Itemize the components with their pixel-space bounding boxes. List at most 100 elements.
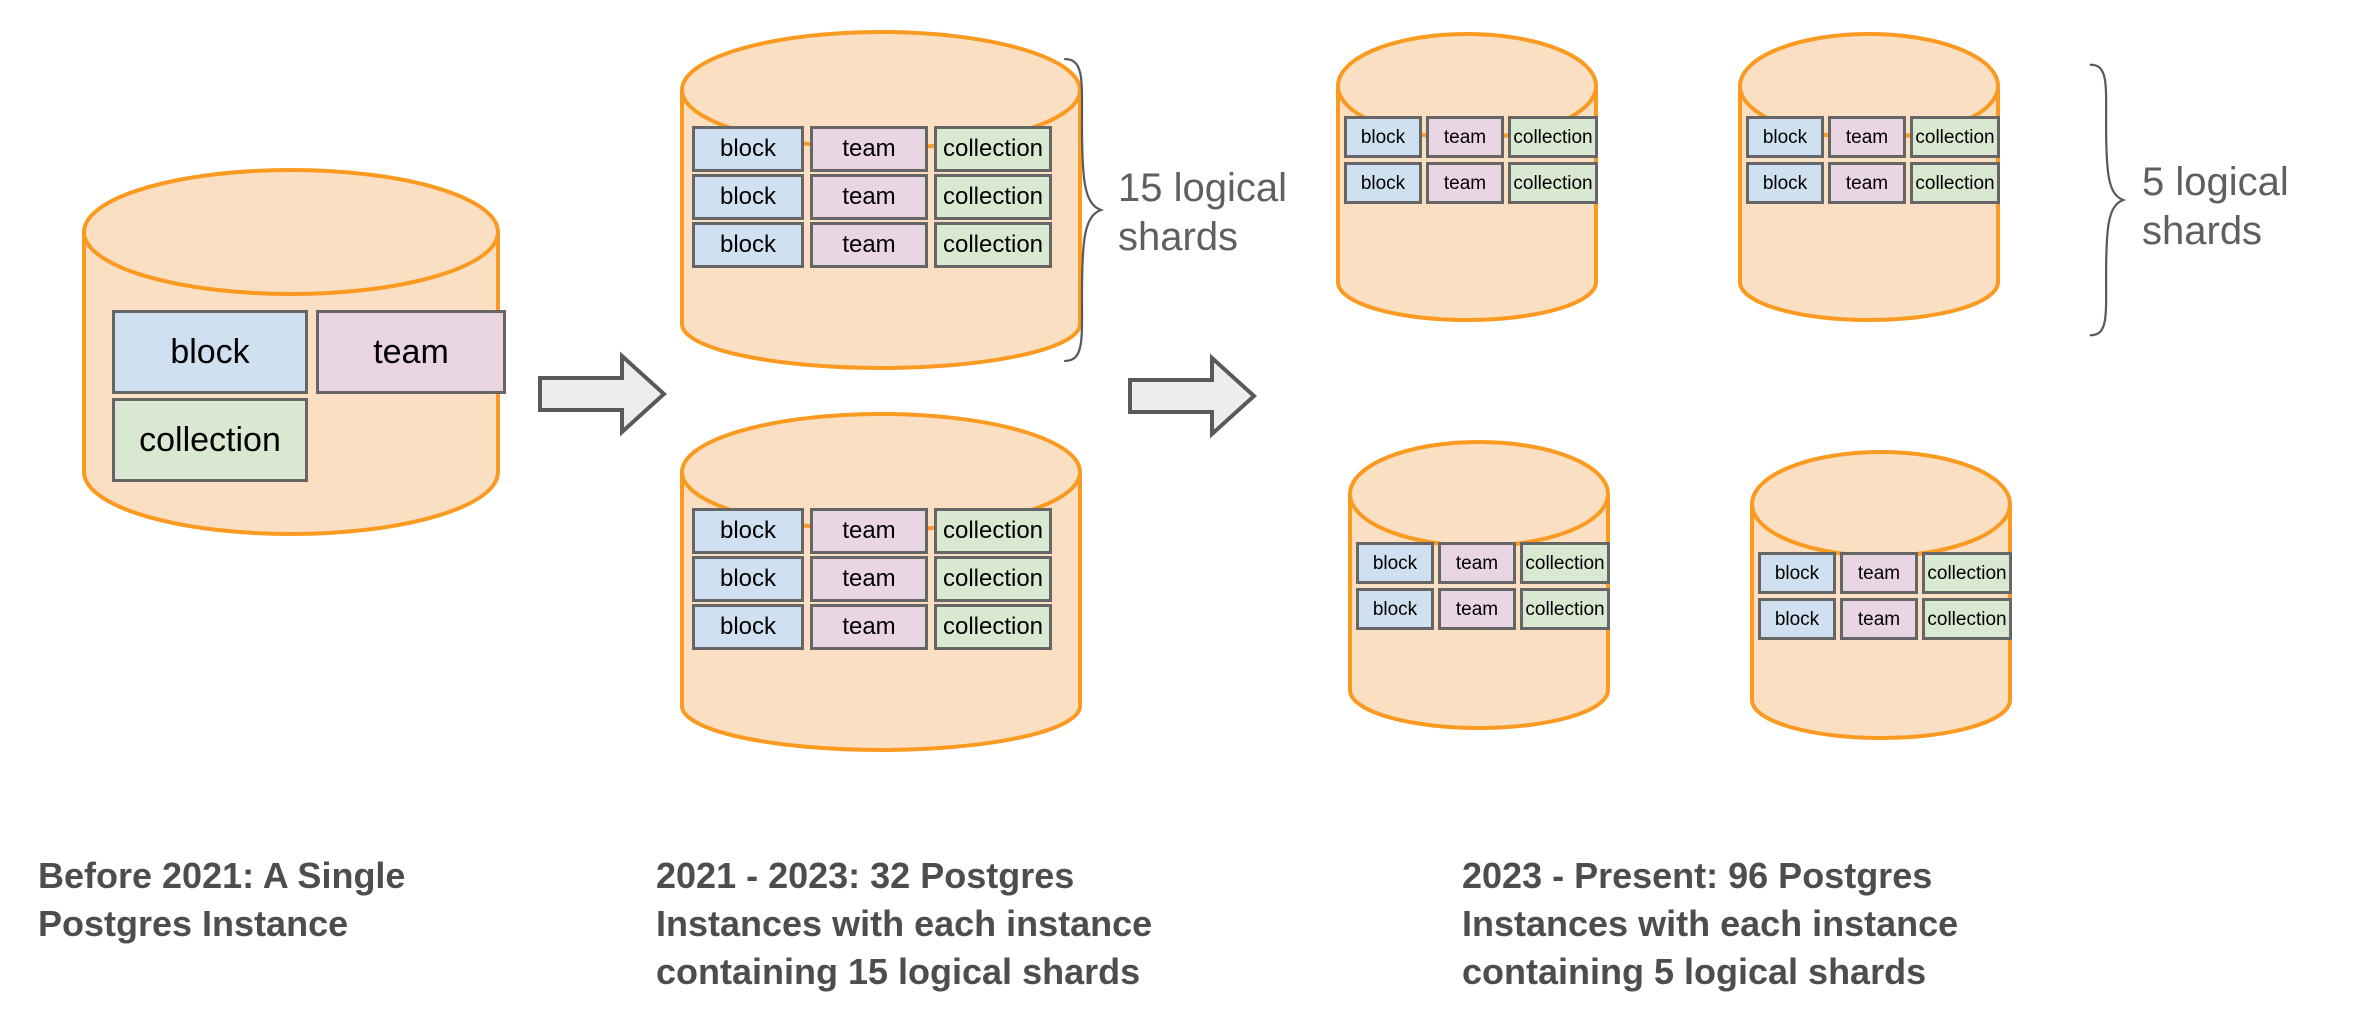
shard-label: collection xyxy=(1915,172,1995,194)
shard-block[interactable]: block xyxy=(692,556,804,602)
shard-label: collection xyxy=(942,231,1044,258)
caption-left: Before 2021: A Single Postgres Instance xyxy=(38,855,406,944)
shard-label: team xyxy=(1845,172,1889,194)
cylinder-2023-bottom-left: block team collection block team collection xyxy=(1348,440,1610,730)
shard-team[interactable]: team xyxy=(1438,542,1516,584)
shard-block[interactable]: block xyxy=(1746,116,1824,158)
shard-label: block xyxy=(719,613,777,640)
shard-block[interactable]: block xyxy=(692,222,804,268)
shard-block[interactable]: block xyxy=(1344,162,1422,204)
shard-label: block xyxy=(1774,608,1820,630)
shard-label: block xyxy=(1360,172,1406,194)
cylinder-2023-bottom-left-shard-grid: block team collection block team collection xyxy=(1348,440,1610,730)
shard-label: collection xyxy=(1525,598,1605,620)
shard-collection[interactable]: collection xyxy=(1520,588,1610,630)
shard-collection[interactable]: collection xyxy=(1520,542,1610,584)
shard-label: collection xyxy=(1525,552,1605,574)
shard-collection[interactable]: collection xyxy=(934,126,1052,172)
cylinder-single-shard-grid: block team collection xyxy=(82,168,506,536)
shard-collection[interactable]: collection xyxy=(1910,162,2000,204)
shard-team[interactable]: team xyxy=(1438,588,1516,630)
shard-label: block xyxy=(1774,562,1820,584)
shard-team[interactable]: team xyxy=(810,604,928,650)
shard-label: block xyxy=(719,231,777,258)
shard-label: team xyxy=(842,565,896,592)
shard-label: team xyxy=(1857,562,1901,584)
shard-label: collection xyxy=(942,613,1044,640)
cylinder-single: block team collection xyxy=(82,168,506,536)
shard-team[interactable]: team xyxy=(1828,162,1906,204)
shard-team[interactable]: team xyxy=(810,222,928,268)
shard-collection[interactable]: collection xyxy=(1508,116,1598,158)
shard-label: collection xyxy=(942,517,1044,544)
shard-team[interactable]: team xyxy=(1426,116,1504,158)
cylinder-2023-top-right-shard-grid: block team collection block team collection xyxy=(1738,32,2000,322)
shard-collection[interactable]: collection xyxy=(1508,162,1598,204)
shard-label: team xyxy=(842,517,896,544)
caption-right: 2023 - Present: 96 Postgres Instances wi… xyxy=(1462,855,1959,992)
shard-team[interactable]: team xyxy=(810,174,928,220)
shard-team[interactable]: team xyxy=(1840,598,1918,640)
brace-middle xyxy=(1062,56,1104,364)
shard-block[interactable]: block xyxy=(692,508,804,554)
shard-label: team xyxy=(1857,608,1901,630)
shard-label: collection xyxy=(1927,562,2007,584)
shard-label: block xyxy=(1372,598,1418,620)
shard-collection[interactable]: collection xyxy=(934,556,1052,602)
shard-label: block xyxy=(1360,126,1406,148)
caption-middle: 2021 - 2023: 32 Postgres Instances with … xyxy=(656,855,1153,992)
shard-block[interactable]: block xyxy=(112,310,308,394)
shard-collection[interactable]: collection xyxy=(1922,552,2012,594)
shard-collection[interactable]: collection xyxy=(1922,598,2012,640)
shard-team[interactable]: team xyxy=(810,556,928,602)
shard-label: collection xyxy=(942,183,1044,210)
shard-team[interactable]: team xyxy=(1426,162,1504,204)
shard-label: block xyxy=(1762,172,1808,194)
shard-block[interactable]: block xyxy=(1356,542,1434,584)
shard-collection[interactable]: collection xyxy=(934,222,1052,268)
shard-block[interactable]: block xyxy=(692,174,804,220)
shard-team[interactable]: team xyxy=(316,310,506,394)
shard-collection[interactable]: collection xyxy=(1910,116,2000,158)
shard-label: block xyxy=(719,183,777,210)
cylinder-2023-top-right: block team collection block team collection xyxy=(1738,32,2000,322)
shard-collection[interactable]: collection xyxy=(112,398,308,482)
shard-team[interactable]: team xyxy=(810,126,928,172)
shard-block[interactable]: block xyxy=(1758,552,1836,594)
shard-label: team xyxy=(373,333,449,371)
shard-label: block xyxy=(719,565,777,592)
arrow-2 xyxy=(1128,353,1257,439)
shard-team[interactable]: team xyxy=(810,508,928,554)
shard-block[interactable]: block xyxy=(1344,116,1422,158)
shard-label: team xyxy=(842,183,896,210)
brace-right xyxy=(2088,62,2126,338)
shard-label: team xyxy=(1455,598,1499,620)
shard-label: team xyxy=(1845,126,1889,148)
shard-collection[interactable]: collection xyxy=(934,174,1052,220)
shard-label: team xyxy=(1443,172,1487,194)
shard-block[interactable]: block xyxy=(692,604,804,650)
shard-label: block xyxy=(719,517,777,544)
shard-label: collection xyxy=(1513,126,1593,148)
shard-collection[interactable]: collection xyxy=(934,604,1052,650)
shard-block[interactable]: block xyxy=(692,126,804,172)
shard-block[interactable]: block xyxy=(1746,162,1824,204)
shard-block[interactable]: block xyxy=(1758,598,1836,640)
brace-label-right: 5 logical shards xyxy=(2142,160,2289,253)
shard-block[interactable]: block xyxy=(1356,588,1434,630)
brace-label-middle: 15 logical shards xyxy=(1118,166,1288,259)
shard-label: collection xyxy=(139,421,281,459)
shard-team[interactable]: team xyxy=(1840,552,1918,594)
shard-collection[interactable]: collection xyxy=(934,508,1052,554)
shard-label: team xyxy=(842,231,896,258)
shard-team[interactable]: team xyxy=(1828,116,1906,158)
shard-label: block xyxy=(1372,552,1418,574)
shard-label: block xyxy=(1762,126,1808,148)
